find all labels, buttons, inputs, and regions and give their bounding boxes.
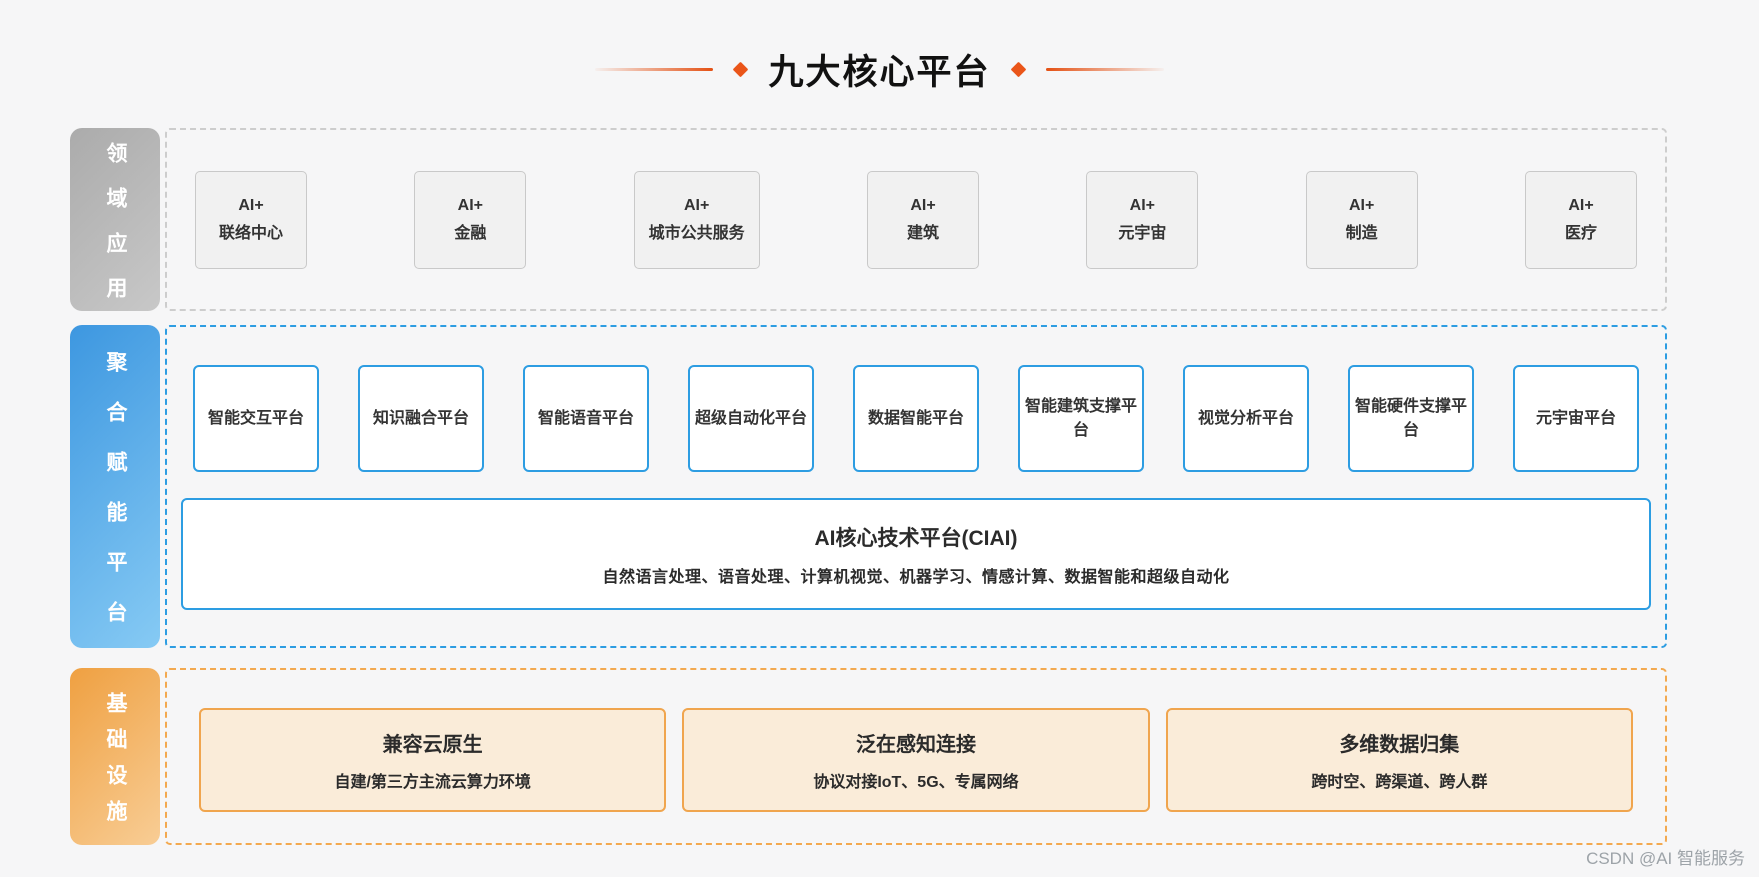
- page-title: 九大核心平台: [768, 53, 991, 92]
- infra-box-subtitle: 协议对接IoT、5G、专属网络: [813, 774, 1019, 791]
- domain-box-prefix: AI+: [1129, 196, 1155, 214]
- infra-box-subtitle: 跨时空、跨渠道、跨人群: [1311, 774, 1488, 791]
- domain-box-name: 医疗: [1564, 224, 1597, 242]
- infra-box-title: 多维数据归集: [1339, 734, 1460, 756]
- platform-box-intelligent-speech: 智能语音平台: [523, 365, 649, 472]
- domain-box-prefix: AI+: [1568, 196, 1594, 214]
- ai-core-technology-platform-box: AI核心技术平台(CIAI) 自然语言处理、语音处理、计算机视觉、机器学习、情感…: [181, 498, 1651, 610]
- section-domain-applications: 领域应用 AI+ 联络中心 AI+ 金融 AI+ 城市公共服务 AI+ 建筑: [70, 128, 1667, 322]
- platform-box-smart-hardware-support: 智能硬件支撑平台: [1348, 365, 1474, 472]
- sidebar-label-infra: 基础设施: [104, 692, 127, 836]
- infra-box-cloud-native: 兼容云原生 自建/第三方主流云算力环境: [199, 708, 667, 812]
- sidebar-infrastructure: 基础设施: [70, 668, 160, 845]
- sidebar-label-domain: 领域应用: [104, 141, 127, 322]
- infra-box-ubiquitous-connectivity: 泛在感知连接 协议对接IoT、5G、专属网络: [682, 708, 1150, 812]
- infra-box-title: 兼容云原生: [382, 734, 483, 756]
- title-ornament-line-right: [1045, 68, 1164, 71]
- domain-box-healthcare: AI+ 医疗: [1524, 170, 1637, 269]
- infra-box-title: 泛在感知连接: [855, 734, 976, 756]
- domain-box-manufacturing: AI+ 制造: [1305, 170, 1418, 269]
- domain-box-city-public-service: AI+ 城市公共服务: [633, 170, 760, 269]
- sidebar-aggregation-platforms: 聚合赋能平台: [70, 325, 160, 651]
- section-infrastructure: 基础设施 兼容云原生 自建/第三方主流云算力环境 泛在感知连接 协议对接IoT、…: [70, 668, 1667, 845]
- page-title-row: 九大核心平台: [0, 44, 1759, 95]
- section-aggregation-platforms: 聚合赋能平台 智能交互平台 知识融合平台 智能语音平台 超级自动化平台 数据智能…: [70, 325, 1667, 651]
- domain-box-contact-center: AI+ 联络中心: [195, 170, 307, 269]
- ciai-subtitle: 自然语言处理、语音处理、计算机视觉、机器学习、情感计算、数据智能和超级自动化: [602, 568, 1230, 586]
- domain-box-name: 元宇宙: [1118, 224, 1167, 242]
- title-ornament-line-left: [595, 68, 714, 71]
- domain-box-prefix: AI+: [683, 196, 710, 214]
- domain-box-architecture: AI+ 建筑: [867, 170, 979, 269]
- domain-box-list: AI+ 联络中心 AI+ 金融 AI+ 城市公共服务 AI+ 建筑 AI+: [167, 130, 1665, 309]
- domain-box-prefix: AI+: [1348, 196, 1375, 214]
- infra-box-multidimensional-data: 多维数据归集 跨时空、跨渠道、跨人群: [1165, 708, 1633, 812]
- domain-box-name: 制造: [1345, 224, 1378, 242]
- panel-aggregation-platforms: 智能交互平台 知识融合平台 智能语音平台 超级自动化平台 数据智能平台 智能建筑…: [165, 325, 1667, 648]
- domain-box-prefix: AI+: [238, 196, 264, 214]
- domain-box-name: 城市公共服务: [648, 224, 745, 242]
- platform-box-list: 智能交互平台 知识融合平台 智能语音平台 超级自动化平台 数据智能平台 智能建筑…: [167, 327, 1665, 472]
- csdn-watermark: CSDN @AI 智能服务: [1586, 849, 1745, 868]
- sidebar-domain-applications: 领域应用: [70, 128, 160, 322]
- panel-domain-applications: AI+ 联络中心 AI+ 金融 AI+ 城市公共服务 AI+ 建筑 AI+: [165, 128, 1667, 311]
- platform-box-intelligent-interaction: 智能交互平台: [193, 365, 319, 472]
- platform-box-knowledge-fusion: 知识融合平台: [358, 365, 484, 472]
- domain-box-prefix: AI+: [457, 196, 483, 214]
- diamond-icon: [1010, 61, 1026, 78]
- domain-box-name: 联络中心: [218, 224, 283, 242]
- domain-box-name: 建筑: [906, 224, 939, 242]
- domain-box-finance: AI+ 金融: [414, 170, 527, 269]
- domain-box-prefix: AI+: [910, 196, 936, 214]
- infra-box-subtitle: 自建/第三方主流云算力环境: [334, 774, 531, 791]
- domain-box-name: 金融: [454, 224, 487, 242]
- platform-box-smart-building-support: 智能建筑支撑平台: [1018, 365, 1144, 472]
- infra-box-list: 兼容云原生 自建/第三方主流云算力环境 泛在感知连接 协议对接IoT、5G、专属…: [167, 670, 1665, 812]
- ciai-title: AI核心技术平台(CIAI): [814, 526, 1018, 550]
- domain-box-metaverse: AI+ 元宇宙: [1086, 170, 1199, 269]
- platform-box-data-intelligence: 数据智能平台: [853, 365, 979, 472]
- sidebar-label-platform: 聚合赋能平台: [104, 351, 127, 651]
- diamond-icon: [733, 61, 749, 78]
- platform-box-metaverse-platform: 元宇宙平台: [1513, 365, 1639, 472]
- panel-infrastructure: 兼容云原生 自建/第三方主流云算力环境 泛在感知连接 协议对接IoT、5G、专属…: [165, 668, 1667, 845]
- platform-box-visual-analysis: 视觉分析平台: [1183, 365, 1309, 472]
- platform-box-hyper-automation: 超级自动化平台: [688, 365, 814, 472]
